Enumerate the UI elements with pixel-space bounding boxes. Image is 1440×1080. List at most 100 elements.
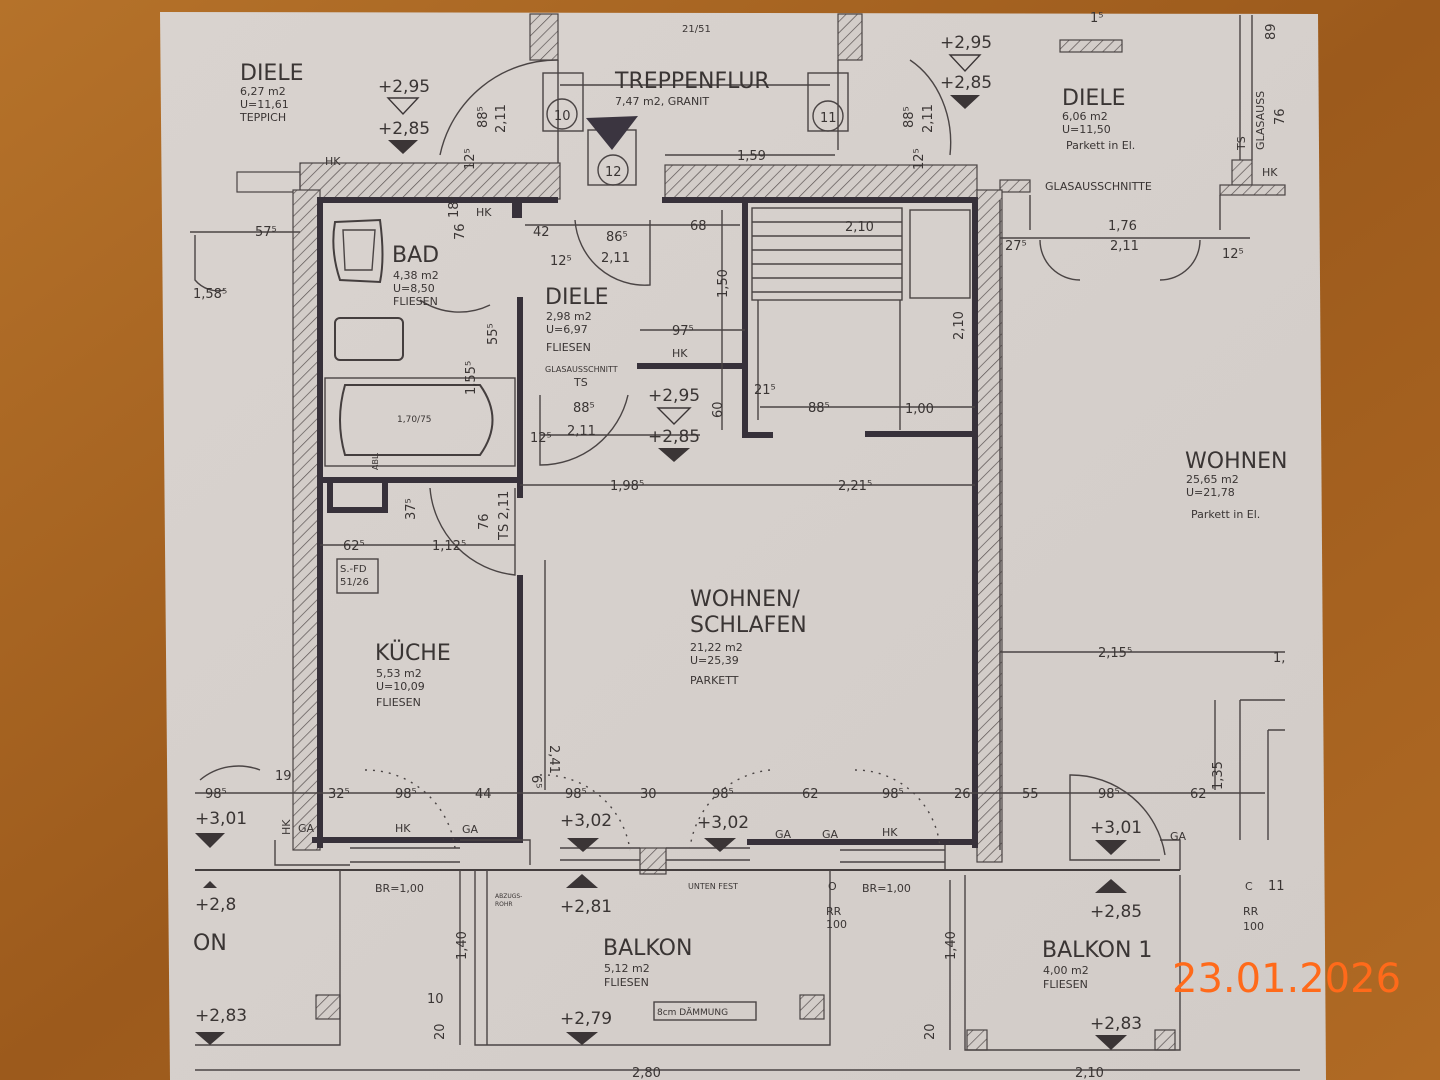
plan-label: 2,11 xyxy=(567,424,596,439)
plan-label: +2,8 xyxy=(195,895,236,915)
plan-label: +2,79 xyxy=(560,1009,612,1029)
plan-label: 20 xyxy=(923,1023,938,1040)
date-stamp: 23.01.2026 xyxy=(1172,956,1401,1002)
plan-label: 2,10 xyxy=(1075,1066,1104,1080)
plan-label: 1,35 xyxy=(1211,761,1226,790)
plan-label: 7,47 m2, GRANIT xyxy=(615,95,709,108)
plan-label: 25,65 m2 xyxy=(1186,473,1239,486)
plan-label: GA xyxy=(1170,830,1187,843)
plan-label: SCHLAFEN xyxy=(690,613,807,638)
plan-label: 12⁵ xyxy=(912,148,927,170)
plan-label: TREPPENFLUR xyxy=(614,69,770,94)
plan-label: 8cm DÄMMUNG xyxy=(657,1007,728,1018)
plan-label: 21,22 m2 xyxy=(690,641,743,654)
plan-label: +2,85 xyxy=(1090,902,1142,922)
plan-label: +2,85 xyxy=(378,119,430,139)
plan-label: HK xyxy=(395,822,411,835)
plan-label: TS xyxy=(573,376,588,389)
annotations: HK HK HK HK HK HK GA GA GA GA GA TS BR=1… xyxy=(280,24,1278,1018)
plan-label: Parkett in El. xyxy=(1066,139,1135,152)
plan-label: FLIESEN xyxy=(376,696,421,709)
plan-label: 12⁵ xyxy=(463,148,478,170)
plan-label: 51/26 xyxy=(340,577,369,588)
plan-label: 10 xyxy=(427,992,444,1007)
plan-label: 32⁵ xyxy=(328,787,350,802)
plan-label: 44 xyxy=(475,787,492,802)
plan-label: 2,11 xyxy=(601,251,630,266)
plan-label: HK xyxy=(1262,166,1278,179)
plan-label: 2,11 xyxy=(921,104,936,133)
plan-label: GA xyxy=(298,822,315,835)
plan-label: WOHNEN xyxy=(1185,449,1287,474)
plan-label: 18⁵ xyxy=(447,196,462,218)
plan-label: 60 xyxy=(711,401,726,418)
plan-label: ABL. xyxy=(371,452,380,470)
plan-label: GA xyxy=(775,828,792,841)
plan-label: FLIESEN xyxy=(604,976,649,989)
plan-label: BALKON xyxy=(603,936,692,961)
plan-label: 55 xyxy=(1022,787,1039,802)
plan-label: U=25,39 xyxy=(690,654,739,667)
plan-label: 98⁵ xyxy=(395,787,417,802)
plan-label: 100 xyxy=(1243,920,1264,933)
plan-label: 98⁵ xyxy=(205,787,227,802)
plan-label: DIELE xyxy=(1062,86,1126,111)
plan-label: U=6,97 xyxy=(546,323,588,336)
stair-numbers: 10 11 12 xyxy=(554,109,837,180)
plan-label: BR=1,00 xyxy=(375,882,424,895)
plan-label: 76 xyxy=(453,223,468,240)
plan-label: 57⁵ xyxy=(255,225,277,240)
plan-label: +2,95 xyxy=(648,386,700,406)
plan-label: FLIESEN xyxy=(1043,978,1088,991)
plan-label: U=11,61 xyxy=(240,98,289,111)
plan-label: 1,58⁵ xyxy=(193,287,227,302)
plan-label: 100 xyxy=(826,918,847,931)
interior-walls xyxy=(312,197,978,848)
plan-label: FLIESEN xyxy=(393,295,438,308)
plan-label: +3,01 xyxy=(1090,818,1142,838)
plan-label: 11 xyxy=(1268,879,1285,894)
insulation-box xyxy=(653,1001,757,1021)
plan-label: ROHR xyxy=(495,901,513,908)
storage-stairs xyxy=(751,207,971,430)
plan-label: 62⁵ xyxy=(343,539,365,554)
plan-label: 1, xyxy=(1273,651,1285,666)
plan-label: O xyxy=(828,880,837,893)
plan-label: WOHNEN/ xyxy=(690,587,800,612)
plan-label: HK xyxy=(325,155,341,168)
plan-label: DIELE xyxy=(240,61,304,86)
plan-label: 21⁵ xyxy=(754,383,776,398)
plan-label: 2,10 xyxy=(845,220,874,235)
plan-label: +2,95 xyxy=(940,33,992,53)
plan-label: 88⁵ xyxy=(476,106,491,128)
plan-label: +3,02 xyxy=(560,811,612,831)
plan-label: 98⁵ xyxy=(1098,787,1120,802)
plan-label: DIELE xyxy=(545,285,609,310)
plan-label: +2,85 xyxy=(940,73,992,93)
plan-label: 10 xyxy=(554,109,571,124)
plan-label: 88⁵ xyxy=(902,106,917,128)
plan-label: FLIESEN xyxy=(546,341,591,354)
plan-label: C xyxy=(1245,880,1253,893)
dimension-texts: 1,59 2,11 88⁵ 12⁵ 2,11 88⁵ 12⁵ 57⁵ 1,58⁵… xyxy=(193,11,1288,1080)
hatched-walls xyxy=(236,13,1286,1051)
plan-label: 19 xyxy=(275,769,292,784)
plan-label: HK xyxy=(280,819,293,835)
plan-label: 37⁵ xyxy=(404,498,419,520)
plan-label: +2,83 xyxy=(195,1006,247,1026)
plan-label: 62 xyxy=(1190,787,1207,802)
room-partial-label: ON xyxy=(193,931,227,956)
plan-label: 5,12 m2 xyxy=(604,962,650,975)
plan-label: TS 2,11 xyxy=(497,491,512,541)
plan-label: 1,40 xyxy=(944,931,959,960)
plan-label: 1,12⁵ xyxy=(432,539,466,554)
plan-label: 62 xyxy=(802,787,819,802)
plan-label: 6,06 m2 xyxy=(1062,110,1108,123)
plan-label: 26 xyxy=(954,787,971,802)
plan-label: 1,00 xyxy=(905,402,934,417)
